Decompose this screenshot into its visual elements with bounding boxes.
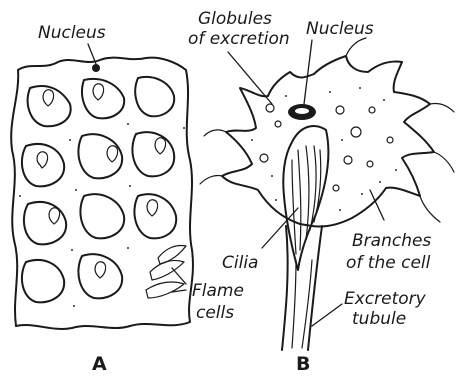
panel-a-flame-cells-label-line2: cells: [196, 303, 234, 323]
tubule-leader: [312, 304, 342, 326]
tubule-label-line1: Excretory: [344, 289, 427, 309]
panel-a-nucleus-label: Nucleus: [38, 23, 106, 43]
panel-a-drawing: [11, 58, 193, 329]
panel-b-nucleus-label: Nucleus: [306, 19, 374, 39]
cilia-label: Cilia: [222, 253, 258, 273]
panel-a-flame-cells-label-line1: Flame: [192, 281, 244, 301]
globules-leader: [228, 52, 272, 104]
globules-label-line2: of excretion: [188, 29, 290, 49]
globules-label-line1: Globules: [198, 9, 272, 29]
branches-label-line2: of the cell: [346, 253, 431, 273]
panel-b-letter: B: [296, 353, 310, 375]
branches-label-line1: Branches: [352, 231, 431, 251]
panel-b-nucleus-leader: [304, 40, 312, 104]
tubule-label-line2: tubule: [352, 309, 406, 329]
panel-a-letter: A: [92, 353, 107, 375]
